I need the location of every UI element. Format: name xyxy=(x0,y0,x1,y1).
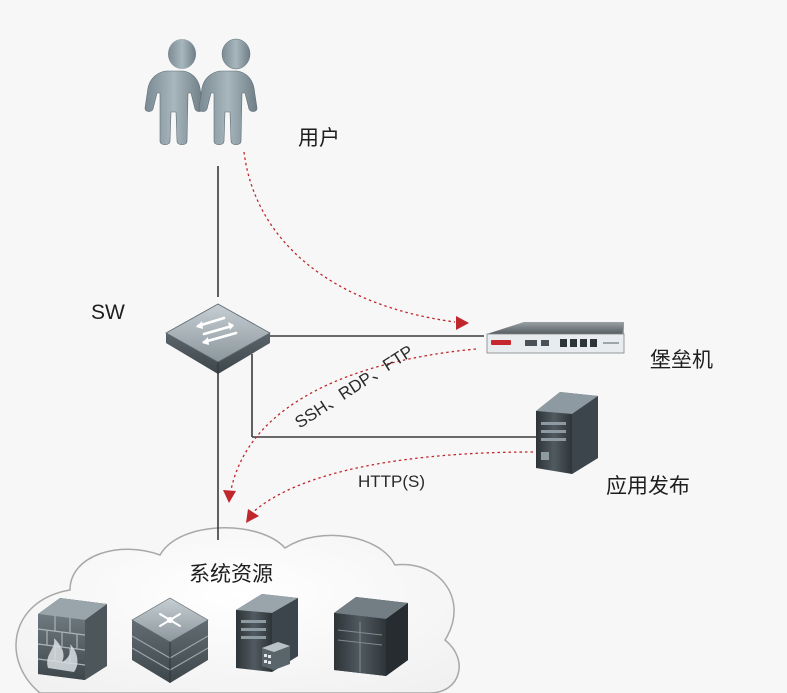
network-switch-icon xyxy=(165,303,271,374)
arrowhead-bastion xyxy=(456,316,469,330)
rack-appliance-icon xyxy=(486,322,625,354)
system-resources-label: 系统资源 xyxy=(189,562,273,586)
arrow-heads xyxy=(223,316,469,523)
disk-array-icon xyxy=(262,642,290,670)
flow-bastion-to-resources xyxy=(230,348,477,491)
resource-devices xyxy=(37,594,408,683)
connection-lines xyxy=(217,166,536,540)
tower-server-icon xyxy=(536,392,598,474)
flow-arrows xyxy=(230,151,534,514)
arrowhead-resources-left xyxy=(223,490,236,503)
flow-app-to-resources xyxy=(251,451,534,514)
storage-icon xyxy=(334,597,408,676)
flow-users-to-bastion xyxy=(243,151,456,323)
router-icon xyxy=(131,597,209,683)
app-publishing-label: 应用发布 xyxy=(606,474,690,498)
firewall-icon xyxy=(37,598,107,680)
users-label: 用户 xyxy=(298,126,340,150)
http-flow-label: HTTP(S) xyxy=(358,472,426,491)
server-icon xyxy=(236,594,298,672)
arrowhead-resources-right xyxy=(246,509,259,523)
person-front-icon xyxy=(198,38,258,146)
users-icon xyxy=(144,38,258,146)
person-back-icon xyxy=(144,39,204,146)
bastion-host-label: 堡垒机 xyxy=(650,348,713,372)
switch-label: SW xyxy=(91,301,125,324)
